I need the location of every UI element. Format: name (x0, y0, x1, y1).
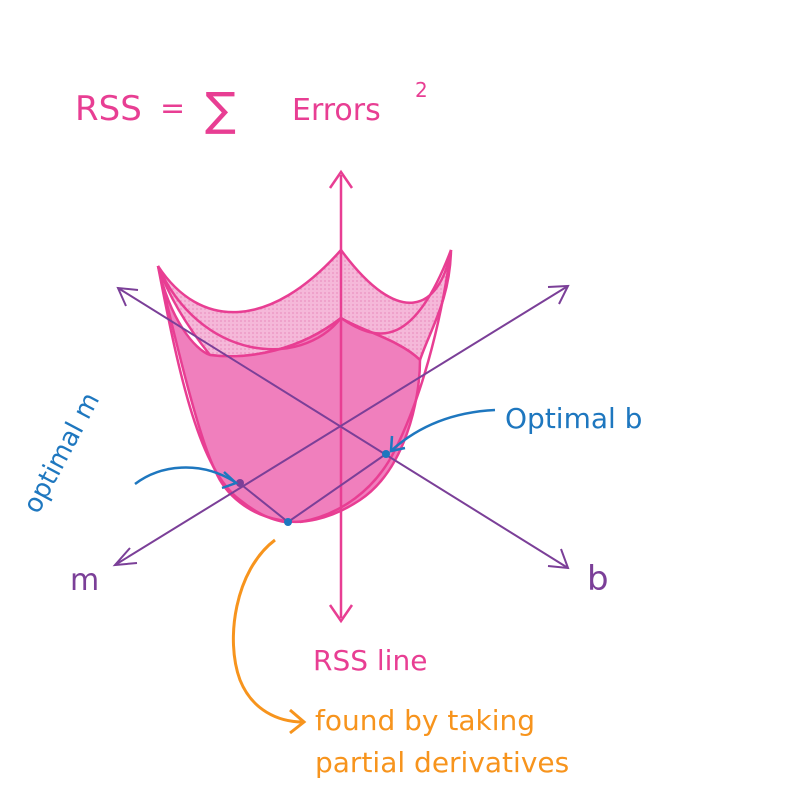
m-axis-label: m (70, 563, 99, 598)
derivatives-arrowhead (289, 708, 307, 735)
rss-line-label: RSS line (313, 644, 427, 677)
optimal-m-arrow (134, 466, 236, 485)
title-power: 2 (415, 78, 428, 102)
title-errors: Errors (292, 93, 381, 128)
optimal-b-point (382, 450, 390, 458)
m-axis (112, 284, 570, 567)
rss-axis (328, 169, 354, 624)
title-sum-symbol: ∑ (205, 82, 236, 136)
bowl-rim-front (156, 249, 453, 351)
optimal-b-arrowhead (389, 435, 406, 453)
optimal-b-arrow (391, 408, 496, 451)
minimum-point (284, 518, 292, 526)
title-equation: RSS = ∑ Errors 2 (75, 78, 428, 136)
derivatives-arrow (231, 538, 304, 724)
optimal-m-point (236, 479, 244, 487)
optimal-m-label: optimal m (18, 388, 106, 519)
title-equals: = (160, 91, 185, 126)
derivatives-text-line1: found by taking (315, 704, 535, 737)
b-axis-label: b (587, 559, 609, 599)
title-rss: RSS (75, 89, 142, 129)
optimal-m-arrowhead (221, 471, 239, 490)
derivatives-text-line2: partial derivatives (315, 746, 569, 779)
b-axis (116, 286, 570, 570)
optimal-b-label: Optimal b (505, 402, 642, 435)
